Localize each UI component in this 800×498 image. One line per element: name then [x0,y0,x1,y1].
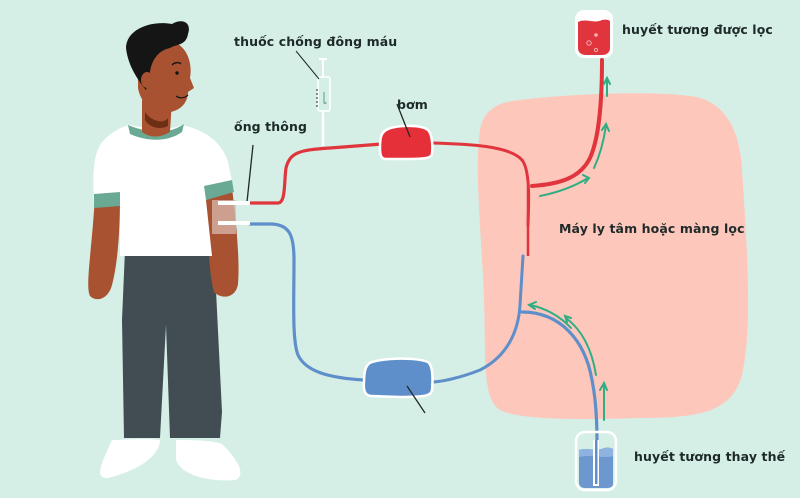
catheter-pointer [246,144,254,203]
blood-out-tube [248,142,384,205]
syringe-icon [295,50,331,146]
catheter-label: ống thông [234,119,307,134]
machine-split-red [530,58,604,188]
person-illustration [88,21,250,481]
blood-return-tube [430,254,525,384]
machine-label: Máy ly tâm hoặc màng lọc [559,221,745,236]
flow-arrow-icon [526,75,611,421]
filtered-plasma-bag-icon [575,10,613,58]
reservoir-to-catheter-tube [248,222,366,382]
pump-label: bơm [397,97,428,112]
replacement-plasma-bag-icon [574,430,618,492]
centrifuge-machine-icon [477,93,749,420]
filtered-plasma-label: huyết tương được lọc [622,22,773,37]
blood-reservoir-icon [362,357,434,414]
replacement-plasma-label: huyết tương thay thế [634,449,786,464]
anticoagulant-label: thuốc chống đông máu [234,34,398,49]
pump-icon [378,103,434,161]
